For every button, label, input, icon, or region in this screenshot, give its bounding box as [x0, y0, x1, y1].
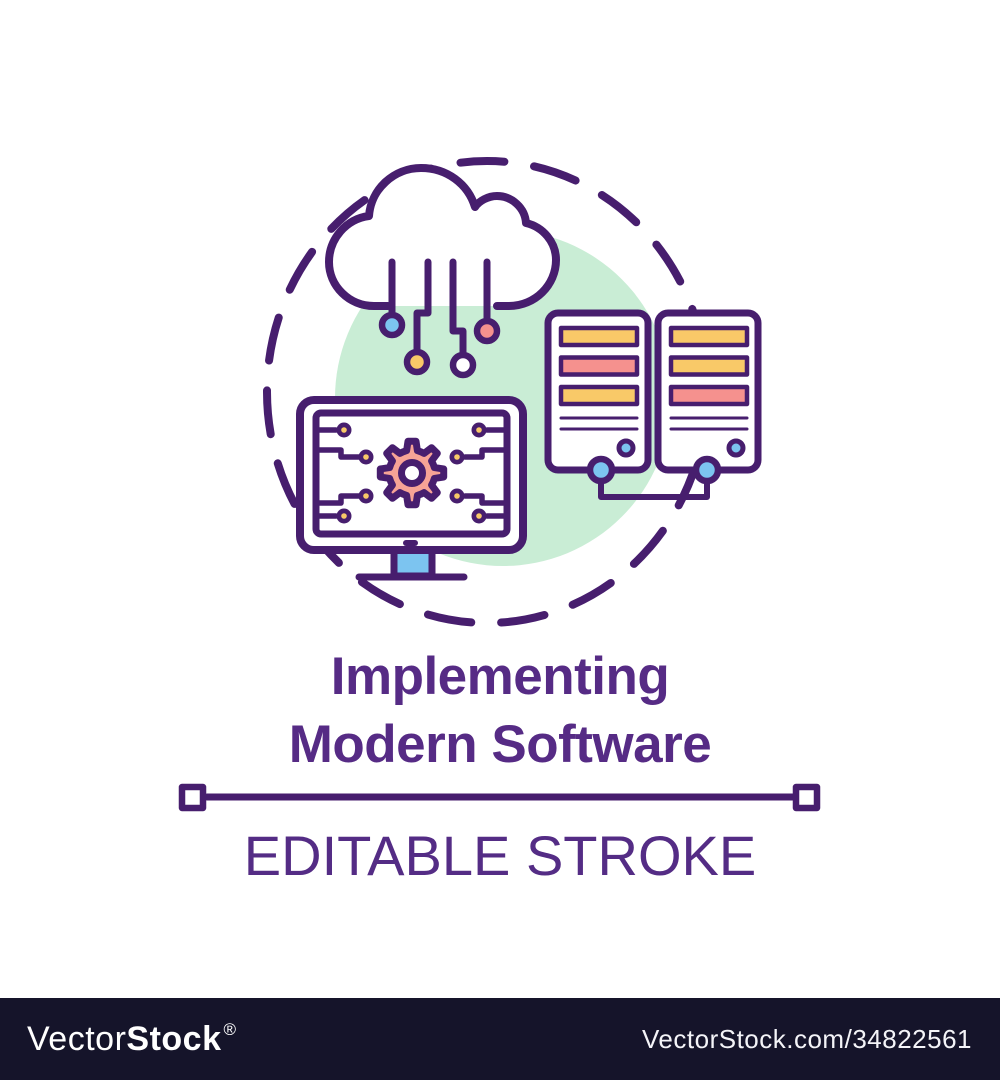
server-right-slots [668, 325, 750, 407]
circuit-node-white [449, 351, 477, 379]
anchor-square-right [792, 783, 821, 812]
circuit-drop-line [449, 258, 467, 357]
server-rack-icon [544, 309, 762, 500]
circuit-pad-dot [363, 454, 369, 460]
illustration-strokes [178, 157, 821, 812]
circuit-node-pink [473, 317, 501, 345]
concept-illustration [178, 157, 821, 812]
cloud-computing-icon [325, 164, 560, 379]
vectorstock-logo: VectorStock® [27, 1020, 237, 1059]
monitor-power-button [403, 540, 418, 546]
divider-stroke [178, 783, 821, 812]
server-vent-lines [559, 416, 749, 431]
logo-word-stock: Stock [126, 1019, 222, 1058]
circuit-pad-dot [341, 427, 347, 433]
server-slot [558, 355, 640, 377]
circuit-node-yellow [403, 348, 431, 376]
circuit-pad-dot [363, 493, 369, 499]
circuit-drop-line [413, 258, 432, 354]
circuit-trace [462, 493, 510, 506]
title-line-1: Implementing [330, 647, 670, 706]
logo-word-vector: Vector [27, 1019, 127, 1058]
server-led [726, 438, 746, 458]
circuit-trace [313, 493, 362, 506]
subtitle-editable-stroke: EDITABLE STROKE [243, 824, 757, 887]
title-line-2: Modern Software [288, 715, 712, 774]
watermark-image-ref: VectorStock.com/34822561 [642, 1023, 972, 1054]
cloud-shape [325, 164, 560, 310]
circuit-pad-dot [476, 427, 482, 433]
circuit-monitor-icon [296, 396, 527, 581]
circuit-pad-dot [341, 513, 347, 519]
circuit-node-blue [378, 311, 406, 339]
anchor-square-left [178, 783, 207, 812]
server-slot [668, 325, 750, 348]
registered-mark-icon: ® [223, 1020, 237, 1040]
server-slot [668, 384, 750, 407]
server-port-node [692, 455, 722, 485]
server-slot [668, 355, 750, 377]
gear-hub-hole [398, 459, 426, 487]
circuit-pad-dot [454, 454, 460, 460]
screen-circuit-pads [336, 422, 487, 524]
server-left-slots [558, 325, 640, 407]
server-port-node [586, 455, 616, 485]
server-slot [558, 384, 640, 407]
circuit-trace [462, 447, 510, 460]
server-slot [558, 325, 640, 348]
circuit-pad-dot [476, 513, 482, 519]
watermark-bar: VectorStock® VectorStock.com/34822561 [0, 998, 1000, 1080]
page-title: Implementing Modern Software [0, 643, 1000, 779]
circuit-pad-dot [454, 493, 460, 499]
screen-circuit-traces [313, 427, 510, 519]
server-led [616, 438, 636, 458]
circuit-trace [313, 447, 362, 460]
